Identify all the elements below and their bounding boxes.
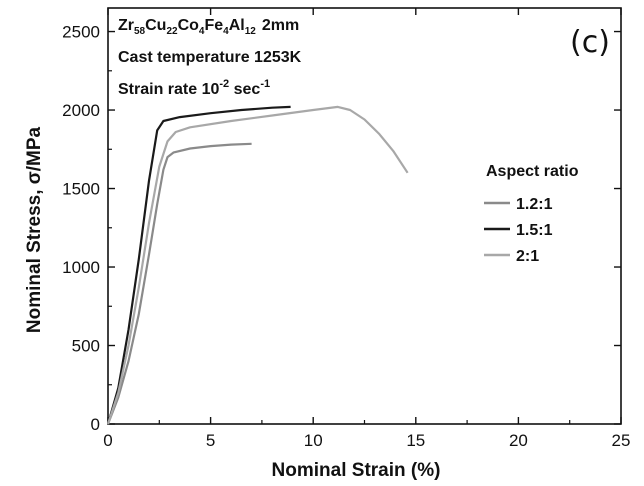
legend-label: 1.5:1 [516, 222, 553, 239]
series-line-1-5-1 [106, 105, 291, 425]
x-tick-label: 5 [206, 431, 215, 450]
y-tick-label: 1500 [62, 180, 100, 199]
x-tick-label: 15 [406, 431, 425, 450]
annotation-line2: Cast temperature 1253K [118, 49, 302, 66]
y-axis-title: Nominal Stress, σ/MPa [24, 126, 45, 333]
annotation-line3: Strain rate 10-2 sec-1 [118, 78, 270, 98]
plot-border [107, 7, 622, 425]
legend: 1.2:1 1.5:1 2:1 [484, 196, 553, 265]
y-tick-label: 500 [72, 337, 100, 356]
legend-label: 1.2:1 [516, 196, 553, 213]
series-lines [106, 105, 409, 425]
legend-label: 2:1 [516, 248, 539, 265]
x-axis-title: Nominal Strain (%) [272, 460, 441, 481]
annotation-line1: 2mm [262, 17, 299, 34]
y-tick-label: 2000 [62, 101, 100, 120]
series-line-2-1 [106, 105, 409, 425]
plot-frame [107, 7, 622, 425]
legend-title: Aspect ratio [486, 163, 579, 180]
y-tick-label: 1000 [62, 258, 100, 277]
x-tick-label: 0 [103, 431, 112, 450]
panel-label: (c) [570, 25, 610, 60]
y-tick-label: 2500 [62, 23, 100, 42]
x-tick-label: 25 [612, 431, 631, 450]
x-tick-label: 10 [304, 431, 323, 450]
alloy-composition: Zr58Cu22Co4Fe4Al12 [118, 17, 256, 37]
axis-ticks: 0 5 10 15 20 25 0 500 1000 1500 2000 2500 [62, 8, 630, 450]
x-tick-label: 20 [509, 431, 528, 450]
series-line-1-2-1 [106, 142, 252, 425]
y-tick-label: 0 [91, 415, 100, 434]
